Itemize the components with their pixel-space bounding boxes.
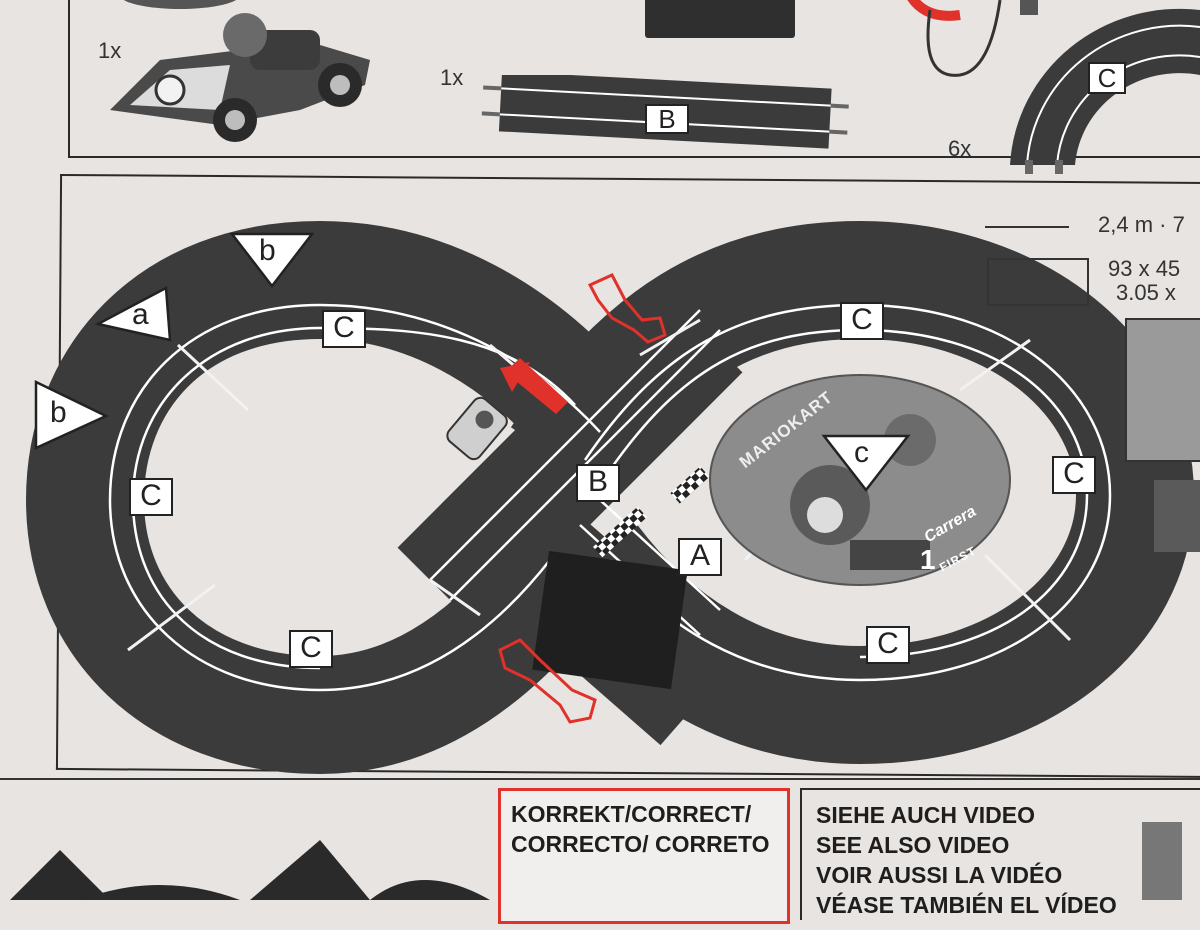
track-thumbnail-image <box>1154 480 1200 552</box>
correct-assembly-box: KORREKT/CORRECT/ CORRECTO/ CORRETO <box>498 788 790 924</box>
track-pieces-illustration <box>10 840 490 900</box>
video-label-line1: SIEHE AUCH VIDEO <box>816 802 1035 828</box>
marker-a-triangle <box>94 286 172 342</box>
marker-b-left-text: b <box>50 396 67 429</box>
marker-b-top-triangle <box>229 232 315 289</box>
kart-quantity: 1x <box>98 38 122 63</box>
curve-piece-label: C <box>1088 62 1126 94</box>
marker-c-triangle <box>821 434 911 493</box>
correct-label-line2: CORRECTO/ CORRETO <box>511 831 770 857</box>
straight-quantity: 1x <box>440 65 464 90</box>
footprint-rectangle-icon <box>987 258 1089 306</box>
layout-curve-label-top-left: C <box>322 310 366 348</box>
length-line-icon <box>985 226 1069 228</box>
track-length: 2,4 m · 7 <box>1098 212 1185 237</box>
layout-curve-label-bottom-left: C <box>289 630 333 668</box>
layout-curve-label-right: C <box>1052 456 1096 494</box>
marker-a-text: a <box>132 298 149 331</box>
video-thumbnail-image <box>1142 822 1182 900</box>
controller-cable-image <box>907 0 1038 77</box>
game-thumbnail-image <box>1125 318 1200 462</box>
layout-start-label: A <box>678 538 722 576</box>
video-label-line2: SEE ALSO VIDEO <box>816 832 1010 858</box>
kart-panel-number: 1 <box>920 544 936 575</box>
marker-b-left-triangle <box>34 380 109 450</box>
see-video-box: SIEHE AUCH VIDEO SEE ALSO VIDEO VOIR AUS… <box>800 788 1200 920</box>
straight-piece-label: B <box>645 104 689 134</box>
bottom-divider <box>0 778 1200 780</box>
layout-curve-label-top-right: C <box>840 302 884 340</box>
layout-straight-label: B <box>576 464 620 502</box>
layout-curve-label-left: C <box>129 478 173 516</box>
curve-quantity: 6x <box>948 136 972 161</box>
correct-label-line1: KORREKT/CORRECT/ <box>511 801 752 827</box>
footprint-size-imperial: 3.05 x <box>1116 280 1176 305</box>
parts-list-panel <box>68 0 1200 158</box>
layout-curve-label-bottom-right: C <box>866 626 910 664</box>
video-label-line3: VOIR AUSSI LA VIDÉO <box>816 862 1063 888</box>
figure-eight-track <box>25 220 1195 775</box>
controller-box-image <box>645 0 795 38</box>
marker-c-text: c <box>854 436 869 469</box>
mario-kart-car-image <box>110 0 370 142</box>
footprint-size-metric: 93 x 45 <box>1108 256 1181 281</box>
marker-b-top-text: b <box>259 234 276 267</box>
